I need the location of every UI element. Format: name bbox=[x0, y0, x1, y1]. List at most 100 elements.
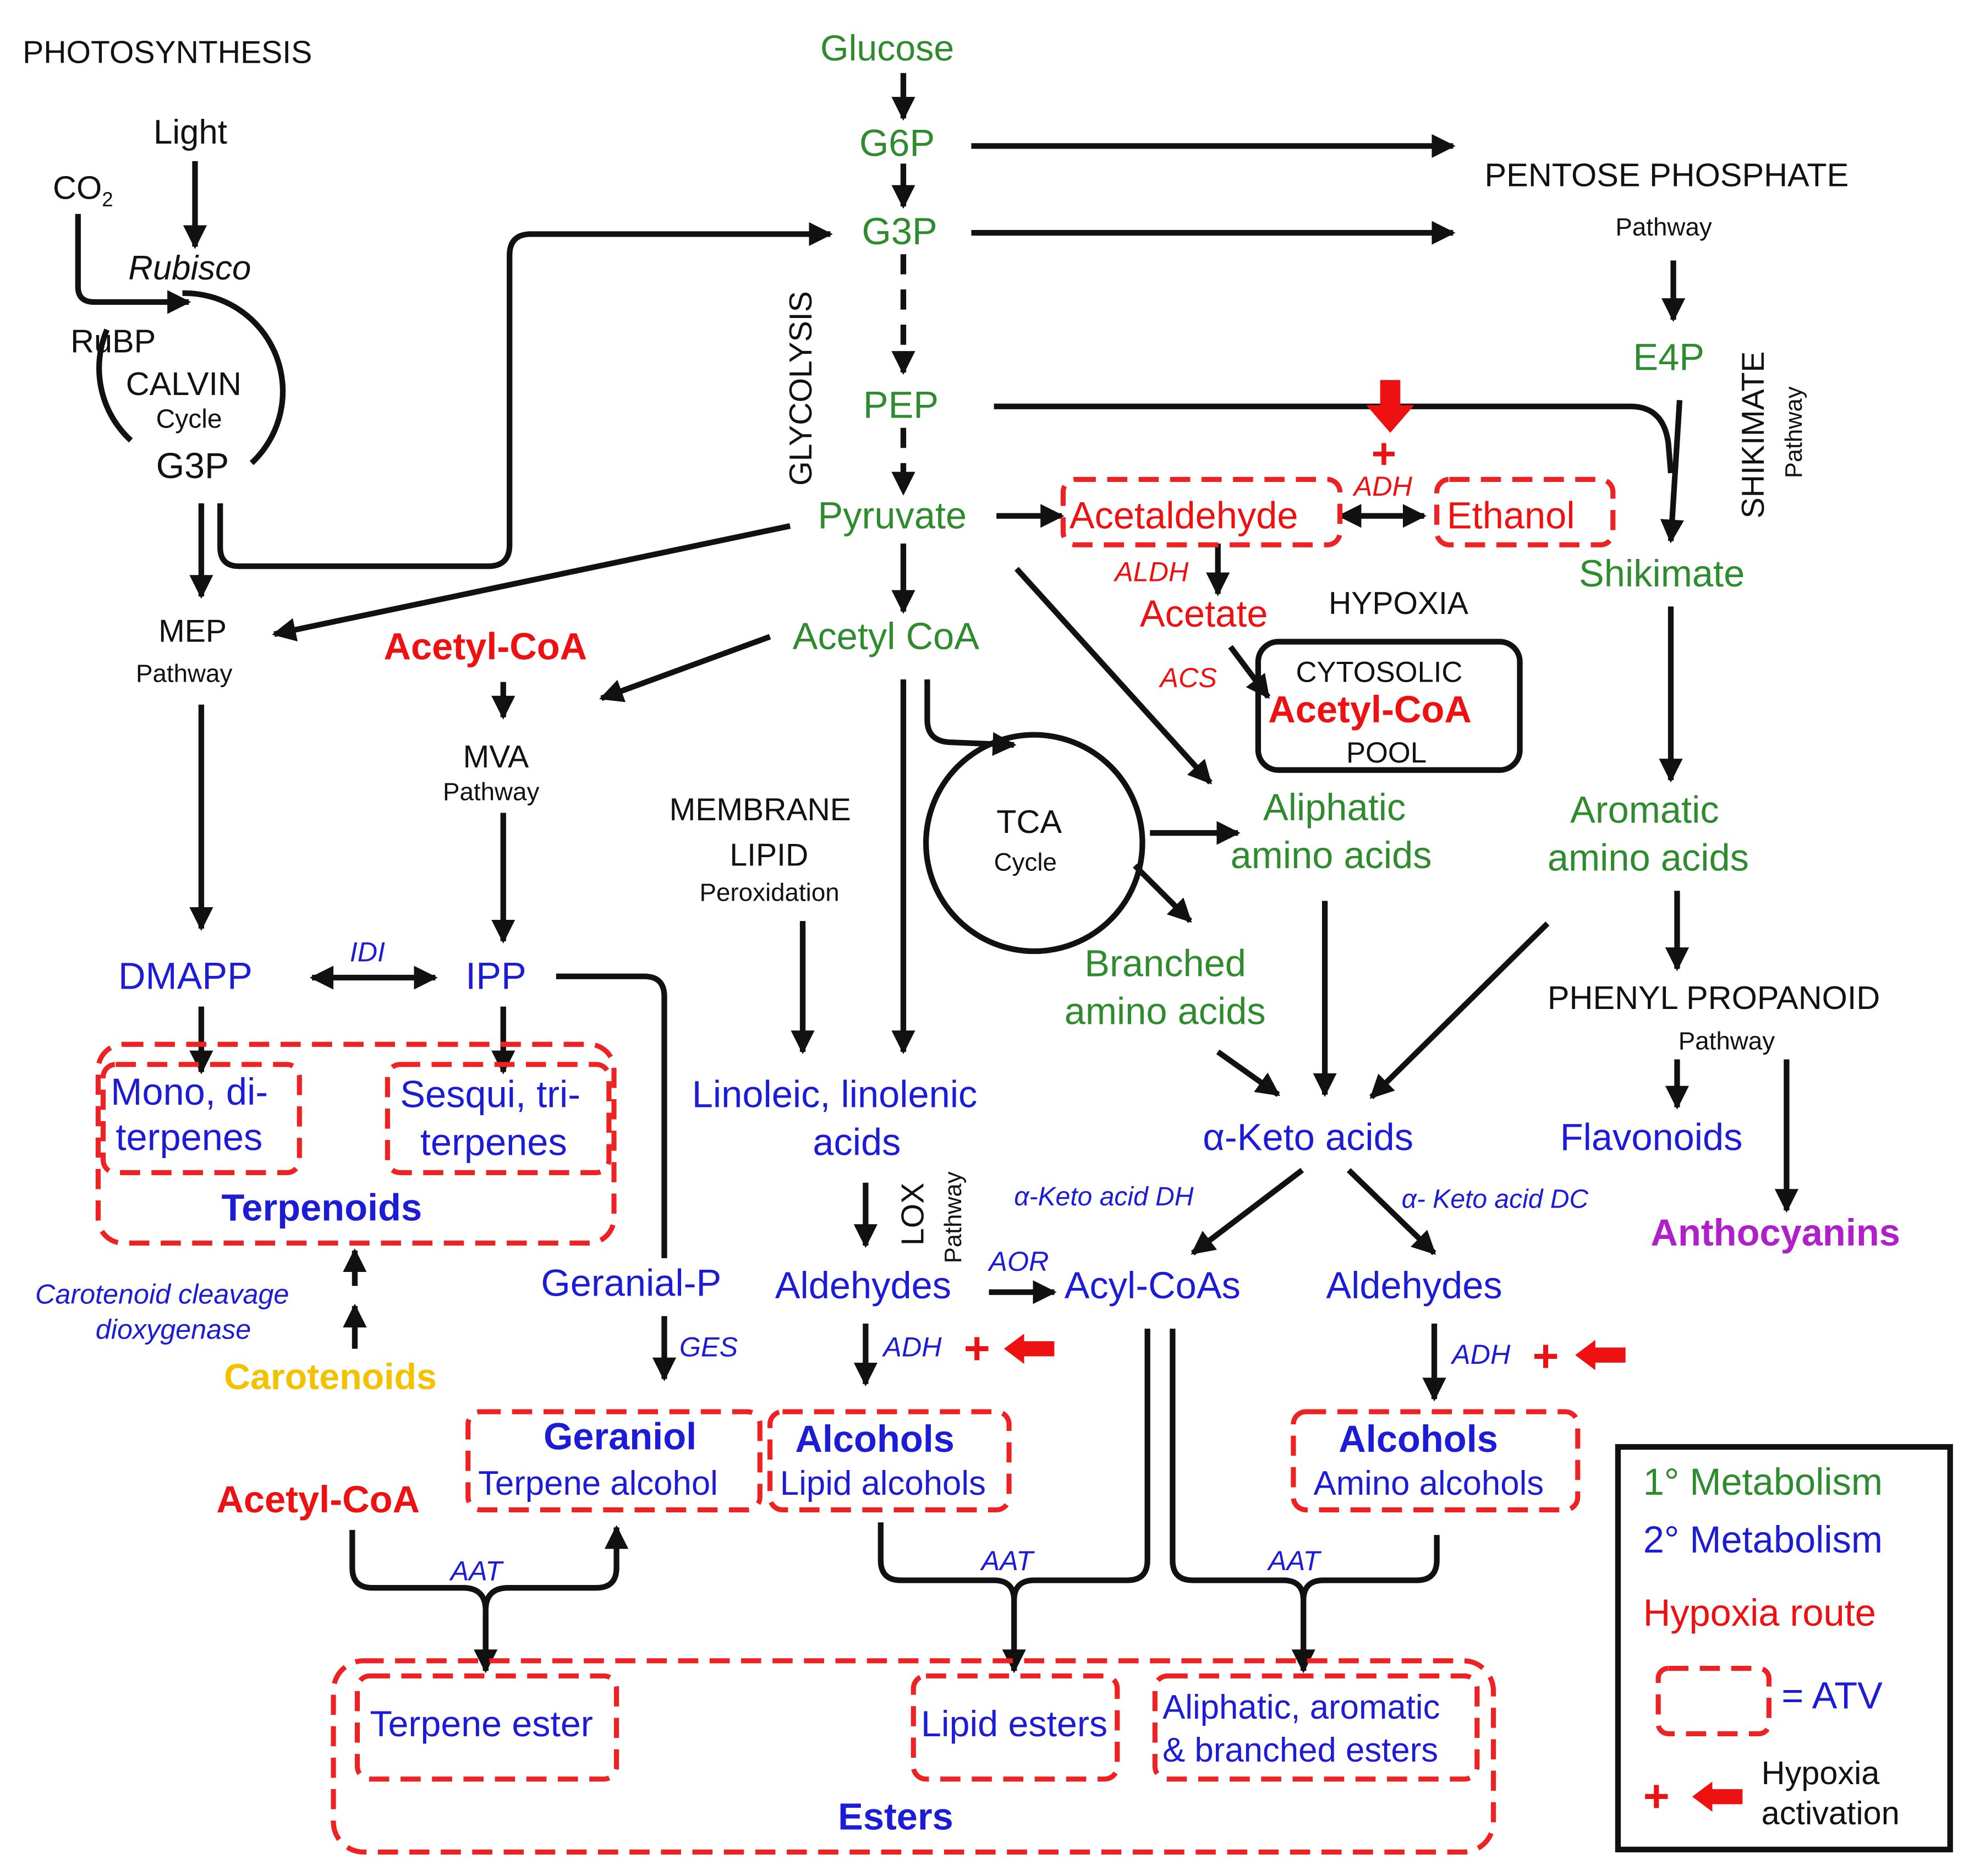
atv-terpene-ester bbox=[354, 1673, 619, 1782]
aor-label: AOR bbox=[988, 1246, 1049, 1277]
mep-pathway-label: Pathway bbox=[136, 660, 232, 688]
acetyl-coa-red-bottom: Acetyl-CoA bbox=[216, 1478, 420, 1521]
aliphatic-line1: Aliphatic bbox=[1263, 786, 1406, 829]
pool-label: POOL bbox=[1346, 737, 1427, 769]
mono-terpenes-line1: Mono, di- bbox=[111, 1071, 268, 1113]
sesqui-terpenes-line2: terpenes bbox=[420, 1121, 567, 1163]
hypoxia-arrow-lipid-adh bbox=[1003, 1334, 1055, 1364]
glucose-label: Glucose bbox=[820, 28, 954, 69]
tca-label: TCA bbox=[996, 803, 1062, 840]
dmapp-label: DMAPP bbox=[118, 955, 253, 997]
atv-mono-terpenes bbox=[100, 1062, 302, 1176]
phenyl-propanoid-title: PHENYL PROPANOID bbox=[1548, 979, 1880, 1016]
atv-lipid-alcohols bbox=[767, 1409, 1012, 1512]
arrow-co2-rubp bbox=[75, 213, 191, 314]
lipid-adh-label: ADH bbox=[881, 1331, 942, 1362]
calvin-cycle-label: Cycle bbox=[156, 405, 222, 434]
ccd-line2: dioxygenase bbox=[96, 1313, 251, 1345]
amino-aldehydes-label: Aldehydes bbox=[1326, 1264, 1502, 1307]
arrow-branched-keto bbox=[1216, 1049, 1281, 1097]
terpenoids-label: Terpenoids bbox=[221, 1186, 422, 1228]
legend-atv-sample bbox=[1655, 1665, 1771, 1737]
light-label: Light bbox=[153, 113, 227, 151]
legend-atv: = ATV bbox=[1781, 1675, 1883, 1717]
acetyl-coa-green-label: Acetyl CoA bbox=[793, 615, 980, 657]
amino-alcohols-label: Alcohols bbox=[1339, 1418, 1498, 1460]
atv-ethanol bbox=[1434, 476, 1616, 547]
peroxidation-label: Peroxidation bbox=[700, 879, 840, 907]
idi-label: IDI bbox=[350, 936, 385, 967]
pathway-arrows bbox=[75, 73, 1953, 1853]
aat-amino-label: AAT bbox=[1266, 1545, 1321, 1576]
brace-amino-ester bbox=[1170, 1329, 1440, 1601]
glycolysis-label: GLYCOLYSIS bbox=[783, 291, 819, 486]
rubp-label: RuBP bbox=[70, 322, 156, 359]
mva-label: MVA bbox=[463, 739, 529, 775]
lipid-esters-label: Lipid esters bbox=[921, 1704, 1107, 1745]
pyruvate-label: Pyruvate bbox=[818, 495, 967, 537]
ipp-label: IPP bbox=[465, 955, 526, 997]
arrow-e4p-shikimate bbox=[1660, 400, 1685, 544]
atv-sesqui-terpenes bbox=[385, 1062, 612, 1176]
atv-esters bbox=[331, 1658, 1496, 1855]
legend-hypoxia-route: Hypoxia route bbox=[1643, 1592, 1876, 1634]
terpene-alcohol-label: Terpene alcohol bbox=[478, 1464, 718, 1502]
mva-pathway-label: Pathway bbox=[443, 778, 539, 806]
lipid-aldehydes-label: Aldehydes bbox=[775, 1264, 951, 1307]
flavonoids-label: Flavonoids bbox=[1560, 1116, 1743, 1158]
pentose-title: PENTOSE PHOSPHATE bbox=[1485, 157, 1849, 194]
geraniol-label: Geraniol bbox=[544, 1416, 696, 1458]
pentose-pathway-label: Pathway bbox=[1615, 213, 1712, 241]
e4p-label: E4P bbox=[1633, 336, 1704, 378]
arrow-acetate-pool bbox=[1228, 645, 1271, 699]
calvin-g3p-label: G3P bbox=[156, 446, 229, 486]
keto-acid-dh-label: α-Keto acid DH bbox=[1014, 1182, 1194, 1211]
shikimate-label: Shikimate bbox=[1579, 552, 1745, 595]
geranial-p-label: Geranial-P bbox=[541, 1262, 721, 1304]
esters-label: Esters bbox=[838, 1795, 953, 1837]
aat-terpene-label: AAT bbox=[449, 1555, 504, 1586]
labels: PHOTOSYNTHESIS Light CO2 Rubisco RuBP CA… bbox=[23, 28, 1900, 1837]
lipid-alcohols-sub: Lipid alcohols bbox=[780, 1464, 986, 1502]
linoleic-line2: acids bbox=[813, 1121, 901, 1163]
cytosolic-pool-box bbox=[1255, 639, 1523, 773]
arrow-tca-branched bbox=[1133, 863, 1193, 923]
hypoxia-arrow-amino-adh bbox=[1575, 1340, 1626, 1370]
amino-adh-label: ADH bbox=[1450, 1339, 1511, 1370]
lipid-alcohols-label: Alcohols bbox=[795, 1418, 955, 1460]
adh-plus: + bbox=[1372, 430, 1396, 478]
ges-label: GES bbox=[679, 1331, 738, 1362]
brace-lipid-ester bbox=[877, 1329, 1150, 1601]
brace-terpene-ester bbox=[349, 1527, 616, 1671]
acs-label: ACS bbox=[1159, 662, 1217, 693]
calvin-label: CALVIN bbox=[126, 365, 242, 402]
arrow-ipp-geranial bbox=[556, 973, 667, 1259]
arrow-keto-aldehydes bbox=[1346, 1168, 1436, 1255]
aromatic-line1: Aromatic bbox=[1570, 789, 1719, 831]
hypoxia-arrow-adh-down bbox=[1366, 380, 1414, 433]
mono-terpenes-line2: terpenes bbox=[116, 1116, 262, 1158]
aromatic-line2: amino acids bbox=[1548, 837, 1749, 879]
terpene-ester-label: Terpene ester bbox=[370, 1704, 593, 1745]
arrow-keto-acylcoas bbox=[1191, 1167, 1304, 1255]
keto-acids-label: α-Keto acids bbox=[1203, 1116, 1413, 1158]
arrow-pyruvate-mep bbox=[272, 523, 791, 641]
atv-geraniol bbox=[465, 1409, 763, 1512]
aliphatic-line2: amino acids bbox=[1231, 834, 1432, 876]
legend-plus: + bbox=[1643, 1771, 1670, 1822]
aat-lipid-label: AAT bbox=[980, 1545, 1035, 1576]
aldh-label: ALDH bbox=[1113, 556, 1189, 588]
adh-hypoxia-label: ADH bbox=[1352, 470, 1413, 502]
linoleic-line1: Linoleic, linolenic bbox=[692, 1073, 978, 1116]
acyl-coas-label: Acyl-CoAs bbox=[1065, 1264, 1241, 1307]
acetyl-coa-red-top: Acetyl-CoA bbox=[384, 625, 588, 667]
ccd-line1: Carotenoid cleavage bbox=[35, 1278, 289, 1309]
legend-activation: activation bbox=[1762, 1795, 1900, 1831]
mep-label: MEP bbox=[158, 613, 227, 649]
amino-alcohols-sub: Amino alcohols bbox=[1314, 1464, 1544, 1502]
hypoxia-title: HYPOXIA bbox=[1329, 586, 1469, 621]
tca-cycle-circle bbox=[923, 732, 1145, 955]
acetaldehyde-label: Acetaldehyde bbox=[1069, 495, 1298, 537]
atv-acetaldehyde bbox=[1060, 476, 1343, 547]
legend-hypoxia: Hypoxia bbox=[1762, 1754, 1880, 1791]
